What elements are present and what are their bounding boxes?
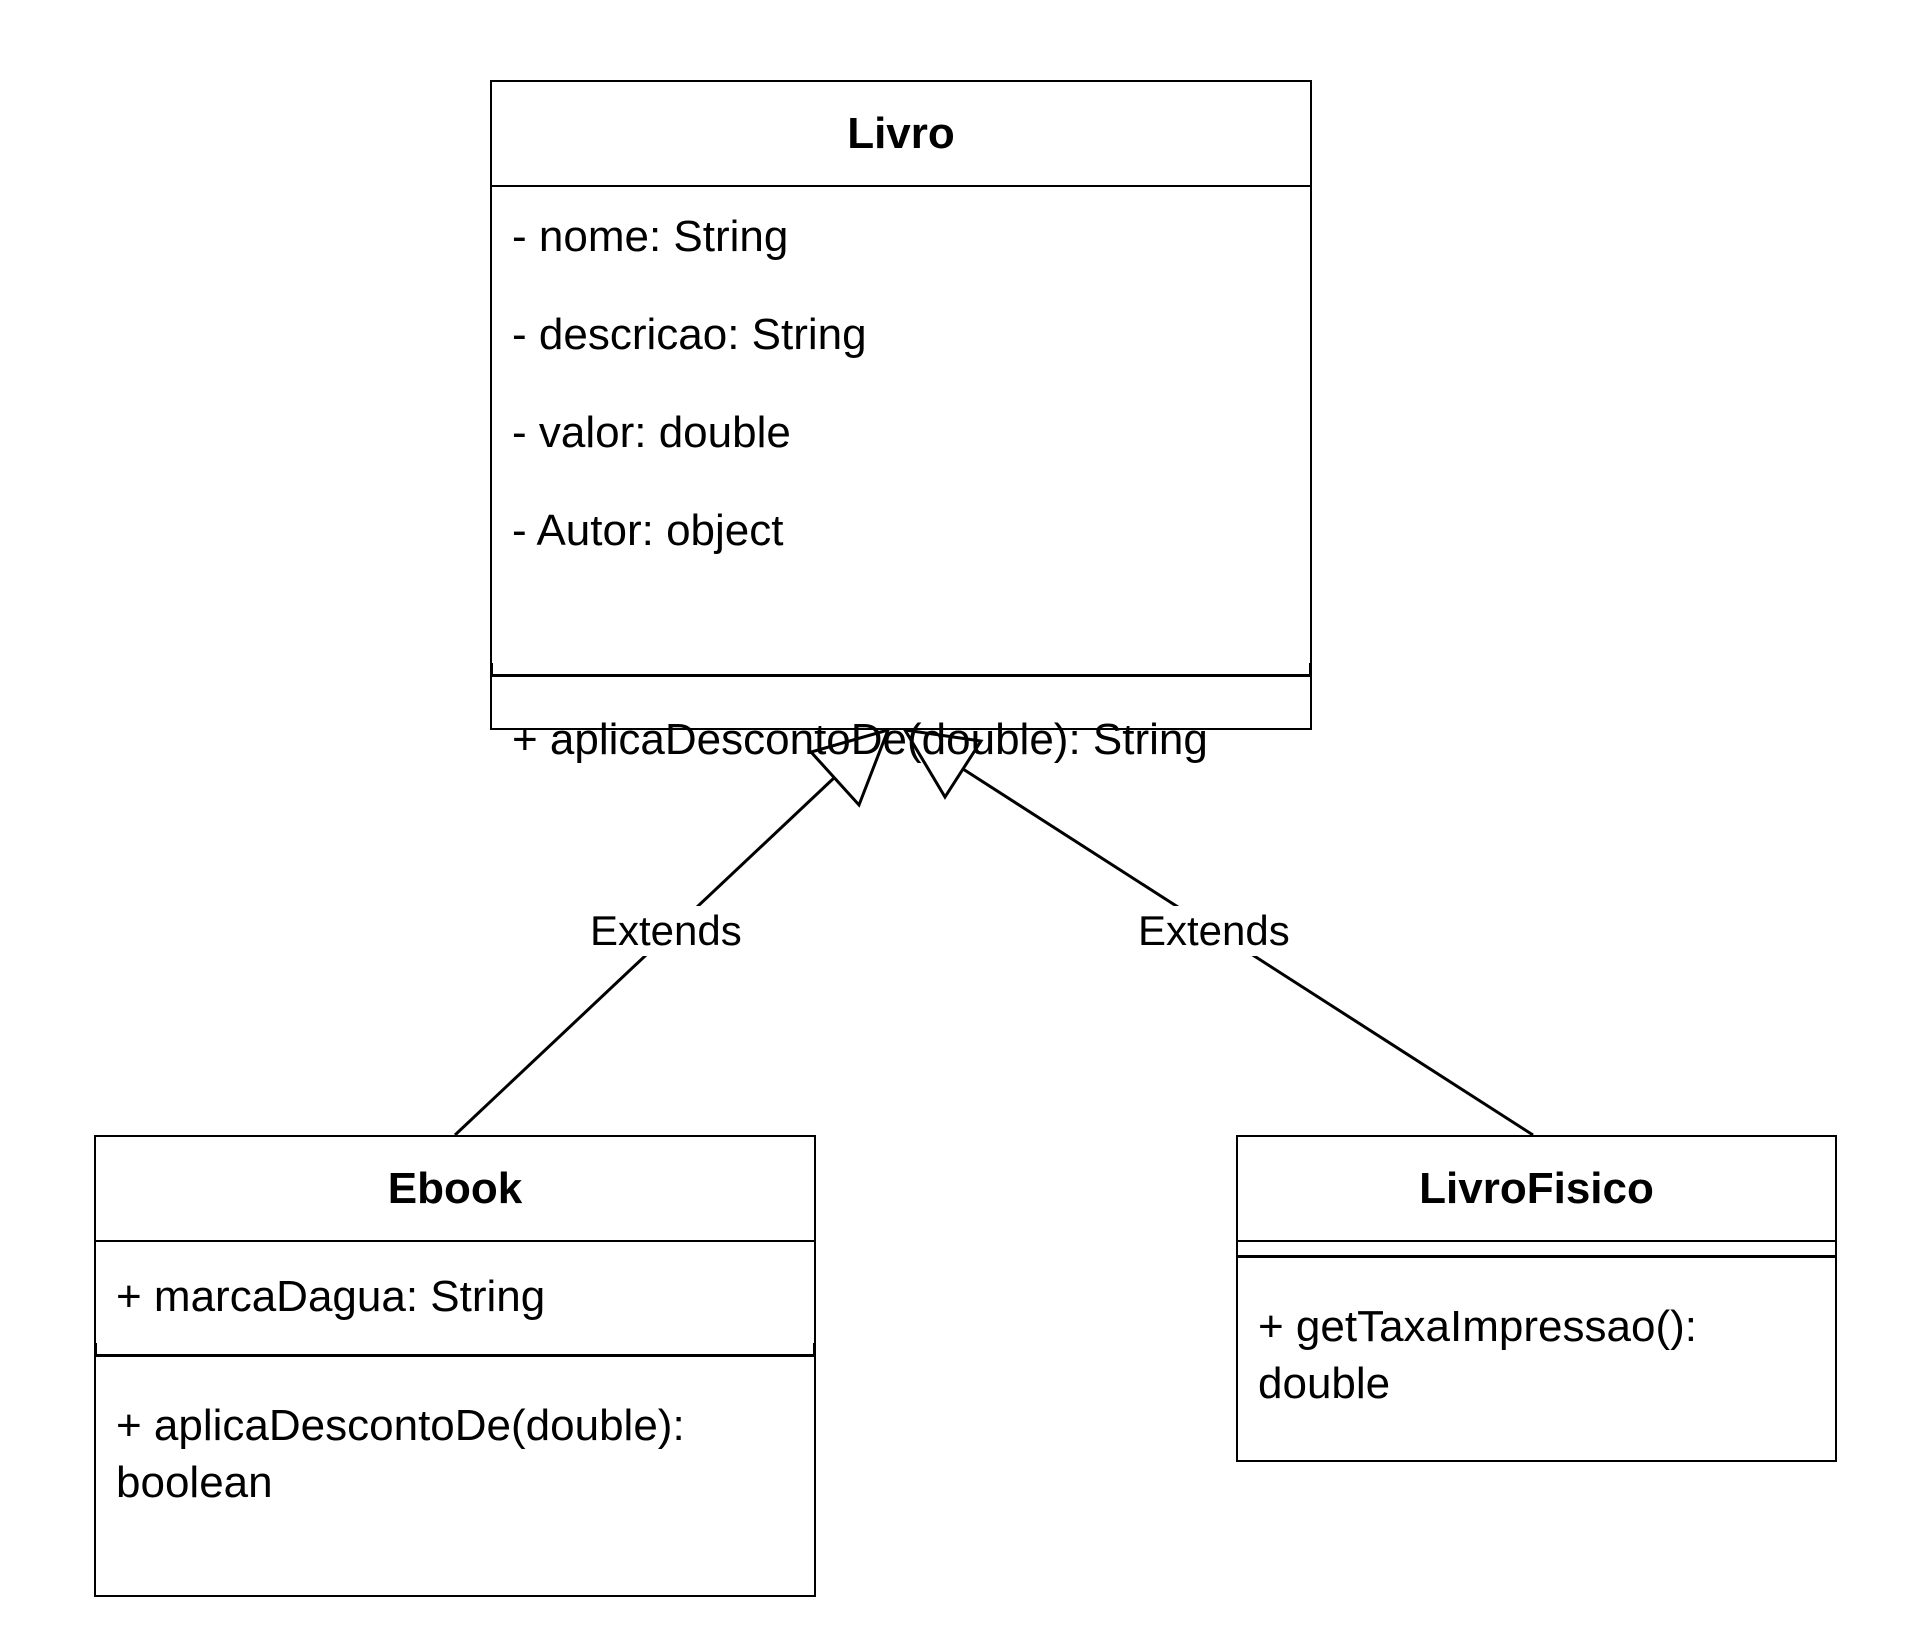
ebook-extends-arrowhead [808, 727, 891, 808]
attribute-autor: - Autor: object [512, 506, 784, 555]
attribute-valor: - valor: double [512, 408, 791, 457]
ebook-extends-line [453, 775, 837, 1137]
class-livro-attributes: - nome: String - descricao: String - val… [490, 187, 1312, 677]
class-ebook[interactable]: Ebook + marcaDagua: String + aplicaDesco… [94, 1135, 816, 1597]
class-livro-fisico[interactable]: LivroFisico + getTaxaImpressao(): double [1236, 1135, 1837, 1462]
attribute-descricao: - descricao: String [512, 310, 867, 359]
class-ebook-name: Ebook [96, 1137, 814, 1242]
livrofisico-extends-arrowhead [902, 728, 984, 800]
livrofisico-extends-label: Extends [1134, 906, 1294, 956]
class-ebook-attributes: + marcaDagua: String [94, 1242, 816, 1357]
class-livro[interactable]: Livro - nome: String - descricao: String… [490, 80, 1312, 764]
attribute-marca-dagua: + marcaDagua: String [116, 1272, 546, 1321]
method-aplica-desconto-ebook: + aplicaDescontoDe(double): boolean [116, 1401, 685, 1507]
class-livro-name: Livro [492, 82, 1310, 187]
method-aplica-desconto: + aplicaDescontoDe(double): String [512, 715, 1208, 764]
method-get-taxa-impressao: + getTaxaImpressao(): double [1258, 1302, 1697, 1408]
attribute-nome: - nome: String [512, 212, 789, 261]
class-livro-fisico-name: LivroFisico [1238, 1137, 1835, 1242]
class-livro-fisico-attributes [1238, 1242, 1835, 1258]
class-livro-methods: + aplicaDescontoDe(double): String [492, 677, 1310, 765]
ebook-extends-label: Extends [586, 906, 746, 956]
